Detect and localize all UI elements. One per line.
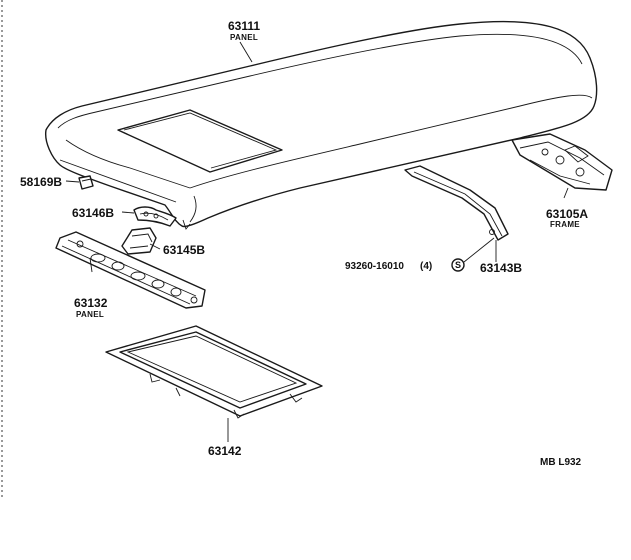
label-63105a: 63105A	[546, 207, 588, 221]
label-63132: 63132	[74, 296, 108, 310]
label-93260: 93260-16010	[345, 261, 404, 272]
sunroof-frame-63142	[105, 325, 323, 419]
label-58169b: 58169B	[20, 175, 62, 189]
screw-93260	[451, 258, 465, 272]
inner-panel-63132	[55, 231, 206, 309]
rear-frame-63105a	[511, 133, 613, 191]
roof-panel-63111	[45, 20, 598, 230]
part-labels: 63111 PANEL 58169B 63146B 63145B 63132 P…	[20, 19, 588, 468]
label-93260-qty: (4)	[420, 261, 432, 272]
label-63143b: 63143B	[480, 261, 522, 275]
leader-lines	[65, 41, 569, 442]
label-63146b: 63146B	[72, 206, 114, 220]
label-63111: 63111	[228, 19, 260, 33]
label-63105a-name: FRAME	[550, 220, 580, 229]
label-63145b: 63145B	[163, 243, 205, 257]
diagram-code: MB L932	[540, 457, 582, 468]
clip-63146b	[133, 206, 177, 227]
label-63132-name: PANEL	[76, 310, 104, 319]
stopper-58169b	[78, 175, 94, 190]
label-63142: 63142	[208, 444, 242, 458]
screw-symbol: S	[455, 260, 461, 270]
bracket-63145b	[121, 227, 157, 255]
side-rail-63143b	[404, 165, 509, 241]
label-63111-name: PANEL	[230, 33, 258, 42]
